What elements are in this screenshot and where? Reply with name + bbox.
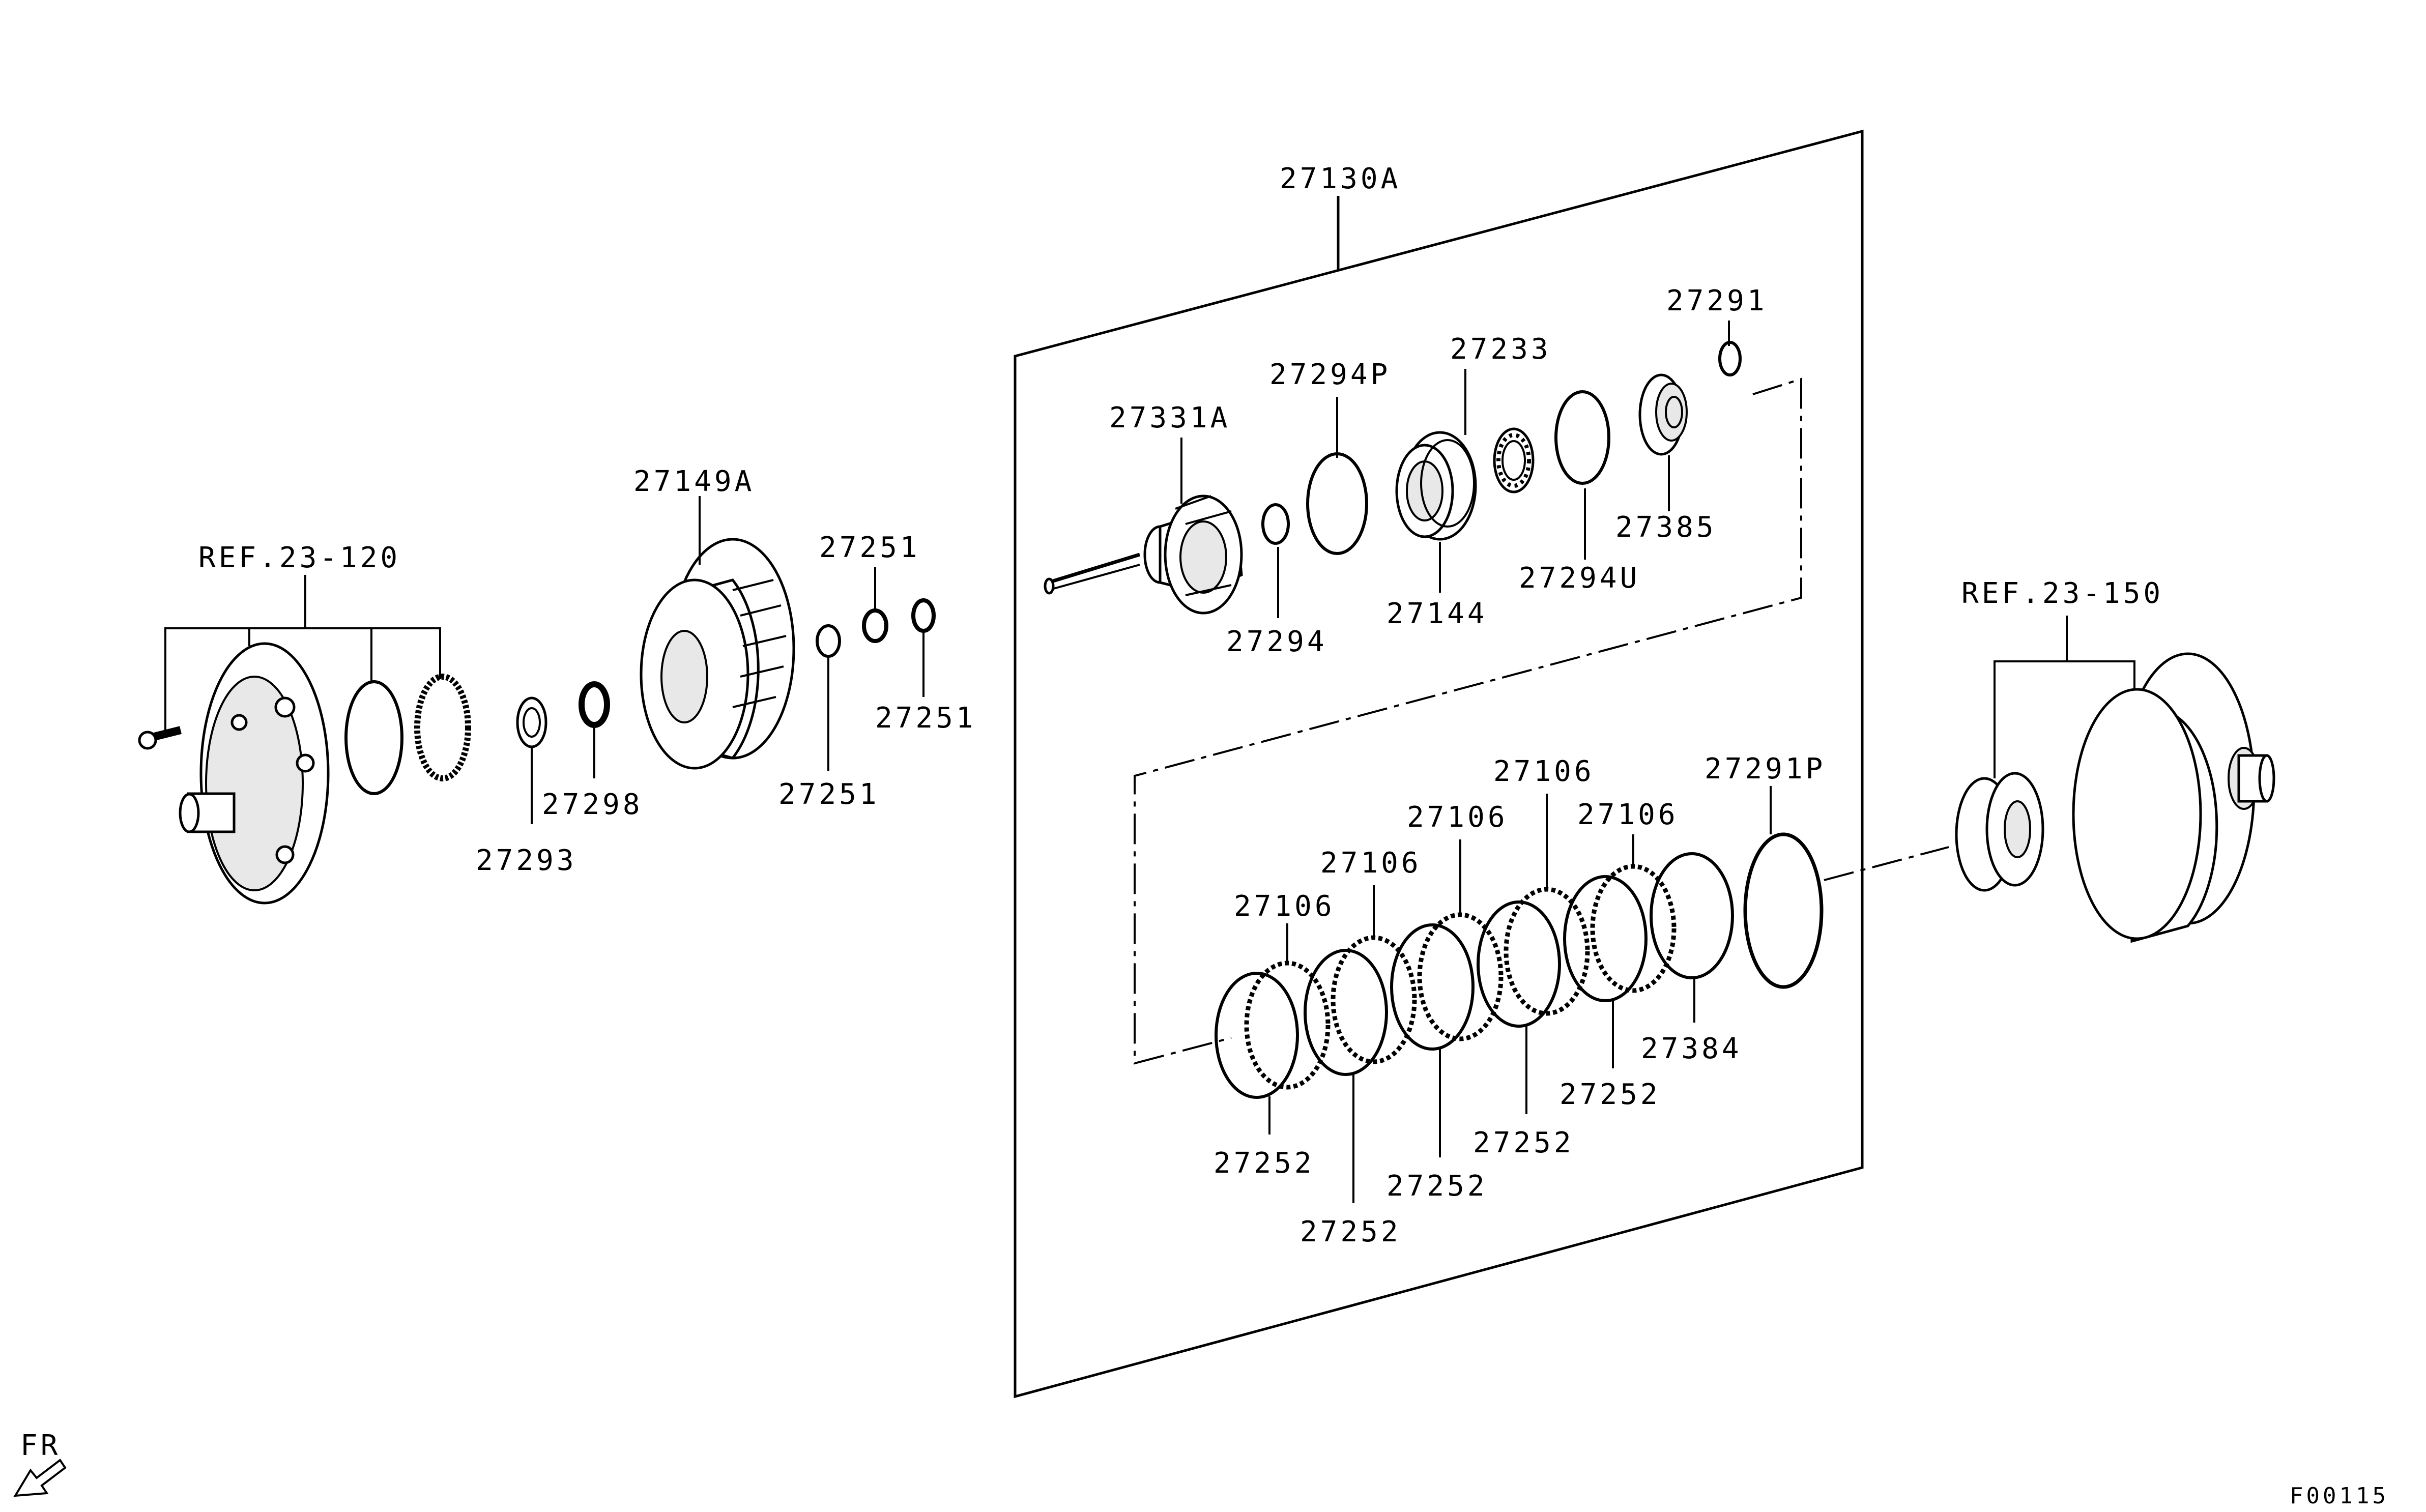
part-labels: 27130A 27331A 27294P 27294 27233 27291 2… (198, 162, 2163, 1248)
seal-ring-part (516, 696, 547, 748)
bearing-ring-part (414, 674, 471, 781)
pressure-plate-label: 27384 (1641, 1032, 1742, 1065)
o-ring-small-part (1261, 503, 1290, 545)
piston-part (1638, 373, 1688, 456)
gasket-ring-part (344, 680, 403, 795)
drum-label: 27149A (633, 465, 755, 498)
seal-c-label: 27251 (778, 778, 880, 811)
washer-label: 27298 (542, 788, 643, 821)
plate-5-label: 27106 (1577, 798, 1679, 831)
o-ring-large-part (1306, 452, 1368, 555)
disc-5-label: 27252 (1559, 1078, 1661, 1111)
needle-bearing-part (1493, 427, 1535, 493)
seal-ring-a-part (816, 624, 841, 658)
oring-label: 27294 (1226, 625, 1327, 658)
disc-4-label: 27252 (1473, 1126, 1574, 1159)
ring-top-label: 27291 (1666, 284, 1768, 317)
seal-ring-b-part (862, 608, 888, 643)
o-ring-u-part (1554, 390, 1610, 485)
oil-pump-part (179, 642, 330, 905)
clutch-hub-part (1395, 431, 1477, 541)
plate-3-label: 27106 (1407, 801, 1508, 834)
front-arrow-icon (13, 1459, 67, 1497)
seal-ring-c-part (911, 598, 936, 633)
thrust-washer-part (579, 681, 610, 728)
assembly-label: 27130A (1280, 162, 1401, 195)
clutch-drum-right-part (2072, 652, 2275, 943)
oring-u-label: 27294U (1519, 562, 1640, 595)
assembly-panel (1014, 129, 1949, 1399)
shaft-label: 27331A (1109, 401, 1230, 434)
front-direction-indicator: FR (13, 1429, 67, 1497)
seal-b-label: 27251 (875, 702, 976, 735)
figure-code: F00115 (2290, 1483, 2389, 1509)
retaining-ring-part (1718, 341, 1742, 376)
seal-a-label: 27251 (819, 531, 920, 564)
snap-ring-part (1743, 832, 1824, 989)
ref-right-label: REF.23-150 (1961, 577, 2163, 610)
hub-label: 27144 (1387, 597, 1488, 630)
plate-1-label: 27106 (1234, 890, 1335, 923)
leader-lines (164, 321, 2135, 1203)
oring-p-label: 27294P (1269, 358, 1391, 391)
drum-part (640, 538, 795, 770)
input-shaft-part (1044, 495, 1243, 615)
plate-2-label: 27106 (1320, 847, 1422, 880)
ref-left-label: REF.23-120 (198, 541, 400, 574)
seal-ring-label: 27293 (476, 844, 577, 877)
disc-2-label: 27252 (1300, 1215, 1401, 1248)
disc-1-label: 27252 (1214, 1147, 1315, 1180)
planetary-carrier-part (1955, 772, 2044, 892)
fr-label: FR (20, 1429, 61, 1462)
snap-ring-label: 27291P (1705, 752, 1826, 786)
piston-label: 27385 (1615, 511, 1717, 544)
plate-4-label: 27106 (1493, 755, 1595, 788)
bearing-race-label: 27233 (1450, 333, 1551, 366)
bolt-part (138, 726, 182, 750)
disc-3-label: 27252 (1387, 1170, 1488, 1203)
